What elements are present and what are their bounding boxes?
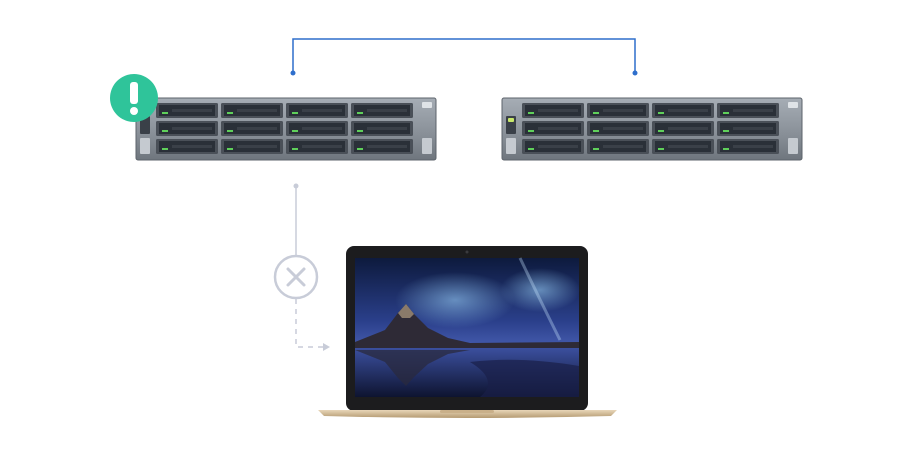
drive-slot bbox=[237, 109, 277, 112]
drive-led bbox=[357, 148, 363, 150]
drive-led bbox=[593, 148, 599, 150]
camera bbox=[465, 250, 469, 254]
drive-led bbox=[357, 130, 363, 132]
power-panel bbox=[140, 116, 150, 134]
status-led bbox=[508, 118, 514, 122]
drive-slot bbox=[172, 145, 212, 148]
drive-slot bbox=[603, 127, 643, 130]
drive-led bbox=[723, 112, 729, 114]
drive-slot bbox=[538, 109, 578, 112]
drive-led bbox=[227, 148, 233, 150]
drive-led bbox=[593, 130, 599, 132]
drive-led bbox=[357, 112, 363, 114]
drive-bay bbox=[221, 139, 283, 154]
server-right bbox=[501, 97, 803, 161]
arrow-right-icon bbox=[323, 343, 330, 351]
drive-led bbox=[162, 112, 168, 114]
drive-led bbox=[292, 112, 298, 114]
broken-link bbox=[273, 183, 330, 351]
drive-led bbox=[227, 130, 233, 132]
drive-led bbox=[162, 148, 168, 150]
drive-bay bbox=[522, 103, 584, 118]
drive-slot bbox=[172, 127, 212, 130]
laptop-screen bbox=[355, 257, 580, 397]
drive-slot bbox=[668, 109, 708, 112]
drive-slot bbox=[603, 145, 643, 148]
drive-bay bbox=[156, 103, 218, 118]
laptop-notch bbox=[440, 410, 494, 413]
drive-slot bbox=[302, 145, 342, 148]
drive-led bbox=[658, 112, 664, 114]
drive-led bbox=[658, 148, 664, 150]
drive-slot bbox=[237, 145, 277, 148]
exclamation-icon bbox=[130, 82, 138, 115]
drive-led bbox=[528, 130, 534, 132]
drive-bays bbox=[156, 103, 413, 154]
drive-bay bbox=[717, 139, 779, 154]
drive-slot bbox=[668, 127, 708, 130]
drive-bay bbox=[717, 103, 779, 118]
server-left bbox=[135, 97, 437, 161]
drive-bay bbox=[652, 103, 714, 118]
drive-bay bbox=[351, 139, 413, 154]
drive-slot bbox=[733, 145, 773, 148]
drive-slot bbox=[538, 127, 578, 130]
drive-bay bbox=[286, 103, 348, 118]
drive-slot bbox=[172, 109, 212, 112]
drive-slot bbox=[733, 109, 773, 112]
drive-slot bbox=[367, 109, 407, 112]
drive-led bbox=[723, 130, 729, 132]
drive-bay bbox=[652, 121, 714, 136]
drive-slot bbox=[367, 127, 407, 130]
drive-bay bbox=[652, 139, 714, 154]
drive-bay bbox=[587, 121, 649, 136]
laptop bbox=[318, 246, 617, 418]
drive-led bbox=[292, 148, 298, 150]
drive-bay bbox=[587, 103, 649, 118]
drive-bay bbox=[587, 139, 649, 154]
drive-bay bbox=[351, 103, 413, 118]
sync-link bbox=[290, 38, 638, 76]
drive-bay bbox=[221, 103, 283, 118]
drive-slot bbox=[237, 127, 277, 130]
drive-led bbox=[723, 148, 729, 150]
drive-slot bbox=[302, 109, 342, 112]
drive-slot bbox=[733, 127, 773, 130]
drive-bay bbox=[286, 139, 348, 154]
drive-slot bbox=[603, 109, 643, 112]
drive-bay bbox=[156, 139, 218, 154]
drive-bay bbox=[286, 121, 348, 136]
close-circle-icon bbox=[273, 254, 319, 300]
drive-bay bbox=[717, 121, 779, 136]
drive-led bbox=[227, 112, 233, 114]
drive-slot bbox=[668, 145, 708, 148]
drive-bay bbox=[351, 121, 413, 136]
drive-bay bbox=[522, 121, 584, 136]
drive-bays bbox=[522, 103, 779, 154]
drive-slot bbox=[538, 145, 578, 148]
drive-slot bbox=[302, 127, 342, 130]
warning-badge bbox=[110, 74, 158, 122]
drive-led bbox=[593, 112, 599, 114]
drive-led bbox=[528, 112, 534, 114]
drive-bay bbox=[522, 139, 584, 154]
drive-led bbox=[528, 148, 534, 150]
drive-led bbox=[162, 130, 168, 132]
drive-led bbox=[658, 130, 664, 132]
drive-slot bbox=[367, 145, 407, 148]
drive-bay bbox=[156, 121, 218, 136]
drive-bay bbox=[221, 121, 283, 136]
drive-led bbox=[292, 130, 298, 132]
